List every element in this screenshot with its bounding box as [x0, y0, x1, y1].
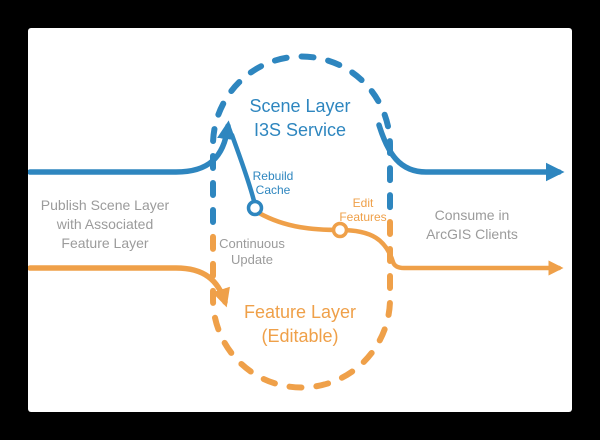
rebuild-cache-label-line2: Cache — [255, 183, 291, 197]
rebuild-cache-line — [229, 132, 257, 204]
scene-capsule-outline-top — [210, 53, 393, 225]
publish-description-line2: with Associated — [56, 216, 154, 232]
publish-description: Publish Scene Layer with Associated Feat… — [30, 196, 180, 253]
rebuild-cache-label-line1: Rebuild — [252, 169, 294, 183]
scene-layer-title-line2: I3S Service — [253, 120, 347, 140]
consume-description: Consume in ArcGIS Clients — [394, 206, 550, 244]
workflow-diagram — [28, 53, 565, 391]
continuous-update-label: Continuous Update — [212, 236, 292, 268]
continuous-update-label-line1: Continuous — [219, 236, 285, 251]
publish-scene-flow-arrow — [28, 120, 236, 175]
edit-features-node — [331, 221, 349, 239]
scene-layer-title-line1: Scene Layer — [249, 96, 351, 116]
consume-description-line2: ArcGIS Clients — [426, 226, 518, 242]
feature-capsule-outline-bottom — [210, 219, 393, 391]
publish-description-line3: Feature Layer — [61, 235, 149, 251]
edit-features-label: Edit Features — [328, 196, 398, 224]
feature-layer-title: Feature Layer (Editable) — [210, 300, 390, 348]
rebuild-cache-node — [246, 199, 264, 217]
feature-consume-flow-arrow — [256, 210, 564, 276]
publish-feature-flow-arrow — [28, 265, 230, 308]
consume-description-line1: Consume in — [434, 207, 510, 223]
rebuild-cache-label: Rebuild Cache — [238, 169, 308, 197]
scene-layer-title: Scene Layer I3S Service — [210, 94, 390, 142]
edit-features-label-line1: Edit — [352, 196, 374, 210]
feature-layer-title-line2: (Editable) — [261, 326, 339, 346]
diagram-canvas: Scene Layer I3S Service Feature Layer (E… — [28, 28, 572, 412]
publish-description-line1: Publish Scene Layer — [40, 197, 170, 213]
continuous-update-label-line2: Update — [231, 252, 273, 267]
edit-features-label-line2: Features — [339, 210, 387, 224]
feature-layer-title-line1: Feature Layer — [243, 302, 357, 322]
scene-consume-flow-arrow — [376, 122, 565, 182]
